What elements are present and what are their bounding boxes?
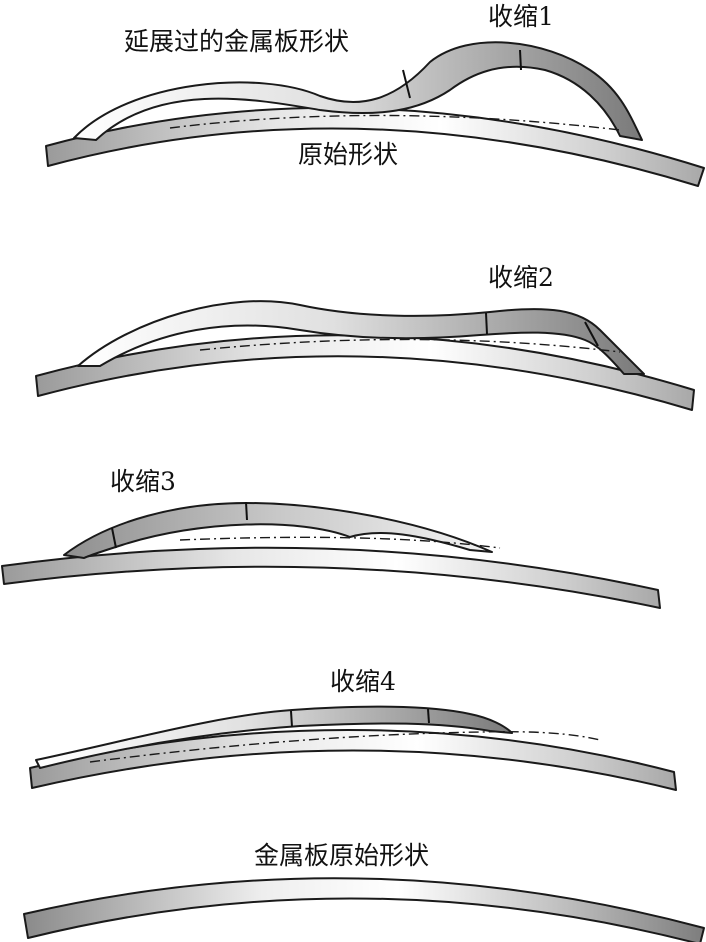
final-sheet xyxy=(24,878,704,942)
label-shrink-4: 收缩4 xyxy=(330,667,396,696)
label-stretched-shape: 延展过的金属板形状 xyxy=(124,27,349,56)
stage-1: 延展过的金属板形状 收缩1 原始形状 xyxy=(46,2,704,186)
stage-2: 收缩2 xyxy=(36,263,694,410)
shrink-mark-2a xyxy=(486,313,487,334)
label-final-shape: 金属板原始形状 xyxy=(254,841,429,870)
final-stage: 金属板原始形状 xyxy=(24,841,704,942)
label-shrink-3: 收缩3 xyxy=(110,467,176,496)
label-shrink-1: 收缩1 xyxy=(488,2,554,31)
shrink-mark-3b xyxy=(246,502,247,520)
shrink-mark-4a xyxy=(291,711,292,727)
label-original-shape: 原始形状 xyxy=(298,140,398,169)
stage-3: 收缩3 xyxy=(2,467,660,608)
stage-4: 收缩4 xyxy=(30,667,676,790)
original-sheet-stage-3 xyxy=(2,548,660,608)
label-shrink-2: 收缩2 xyxy=(488,263,554,292)
shrink-mark-1b xyxy=(520,50,521,70)
shrink-mark-4b xyxy=(428,709,429,723)
